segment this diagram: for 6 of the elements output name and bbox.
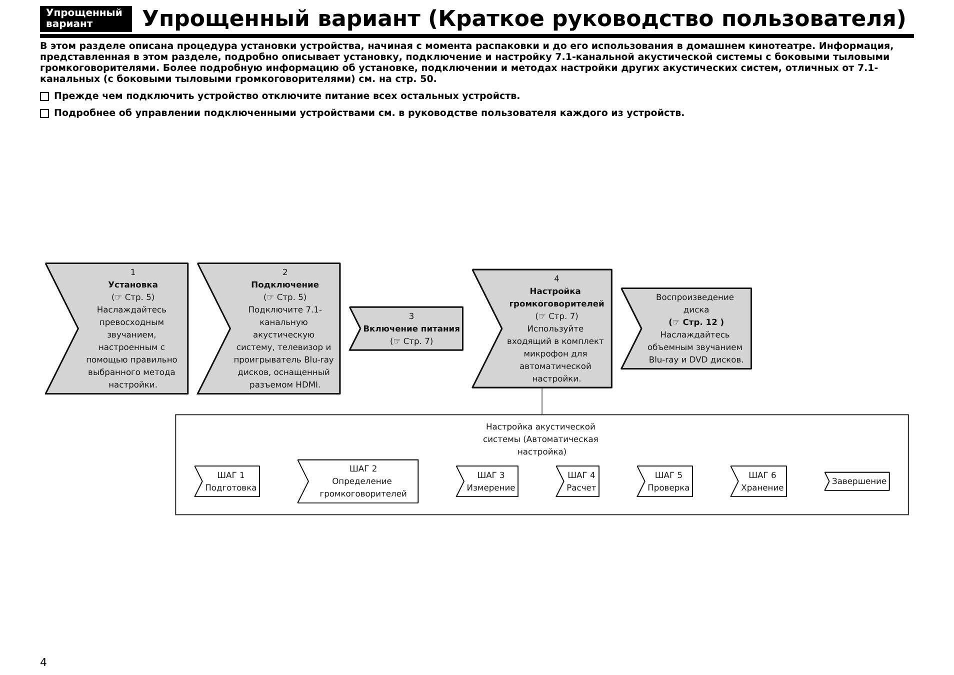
bullet-note: Прежде чем подключить устройство отключите питание всех остальных устройств. <box>54 91 520 102</box>
page-number: 4 <box>40 656 48 669</box>
section-tab: Упрощенный вариант <box>40 6 132 32</box>
bullet-note: Подробнее об управлении подключенными устройствами см. в руководстве пользователя каждого из устройств. <box>54 108 685 119</box>
page-title: Упрощенный вариант (Краткое руководство пользователя) <box>142 6 906 32</box>
intro-paragraph: В этом разделе описана процедура установки устройства, начиная с момента распаковки и до его использования в домашнем кинотеатре. Информация, представленная в этом разделе, подробно описывает установку, подключение и настройку 7.1-канальной акустической системы с боковыми тыловыми громкоговорителями. Более подробную информацию об установке, подключении и методах настройки других акустических систем, отличных от 7.1-канальных (с боковыми тыловыми громкоговорителями) см. на стр. 50. <box>40 41 895 85</box>
